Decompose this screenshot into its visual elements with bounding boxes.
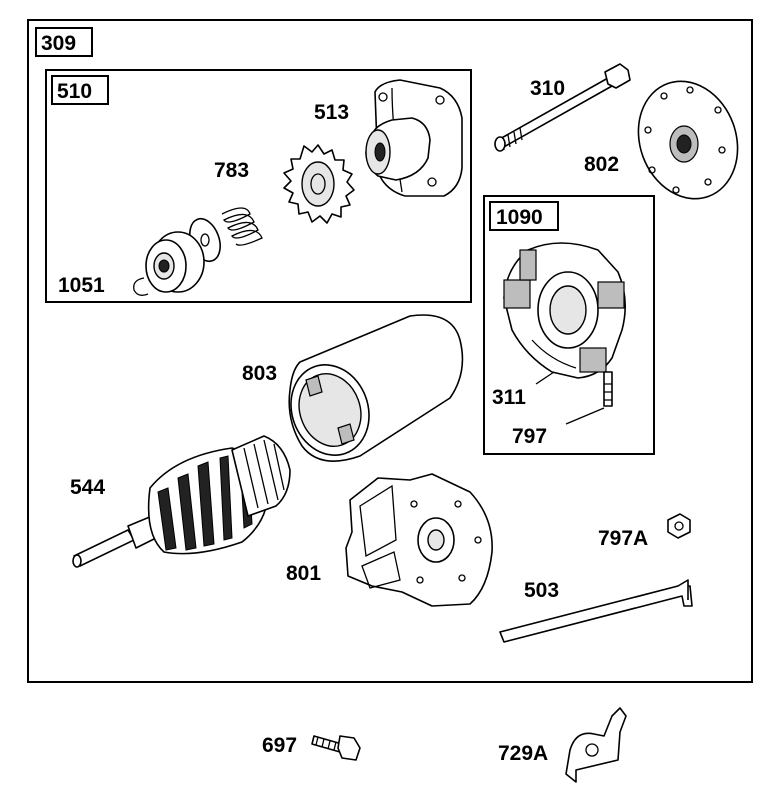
part-544-armature [72, 435, 291, 568]
brush-kit-frame [483, 195, 655, 455]
stop-collar [145, 231, 205, 293]
part-513-drive-cap [365, 79, 463, 197]
label-783: 783 [214, 159, 249, 182]
part-801-mounting-bracket [345, 473, 493, 607]
label-697: 697 [262, 734, 297, 757]
part-1090-brush-holder [503, 242, 626, 407]
part-729A-clip [565, 707, 627, 783]
leader-797 [565, 407, 605, 425]
label-729A: 729A [498, 742, 548, 765]
spring [221, 207, 263, 246]
part-1051-retaining-ring [133, 277, 149, 296]
drive-kit-frame [45, 69, 472, 303]
label-802: 802 [584, 153, 619, 176]
label-513: 513 [314, 101, 349, 124]
label-544: 544 [70, 476, 105, 499]
label-797A: 797A [598, 527, 648, 550]
drive-kit-number: 510 [57, 80, 92, 103]
brush-kit-number: 1090 [496, 206, 543, 229]
drive-kit-number-box [51, 75, 109, 105]
label-310: 310 [530, 77, 565, 100]
label-1051: 1051 [58, 274, 105, 297]
part-783-pinion-gear [283, 144, 355, 224]
label-797: 797 [512, 425, 547, 448]
label-803: 803 [242, 362, 277, 385]
assembly-number-box [35, 27, 93, 57]
label-503: 503 [524, 579, 559, 602]
part-310-through-bolt [494, 63, 631, 152]
part-797A-nut [667, 513, 691, 539]
part-697-screw [311, 735, 361, 761]
label-801: 801 [286, 562, 321, 585]
assembly-frame [27, 19, 753, 683]
part-803-motor-housing [288, 314, 464, 462]
label-311: 311 [492, 386, 526, 409]
leader-311 [535, 371, 555, 385]
part-802-end-plate [637, 80, 739, 200]
assembly-number: 309 [41, 32, 76, 55]
part-503-strap [499, 579, 693, 643]
brush-kit-number-box [489, 201, 559, 231]
